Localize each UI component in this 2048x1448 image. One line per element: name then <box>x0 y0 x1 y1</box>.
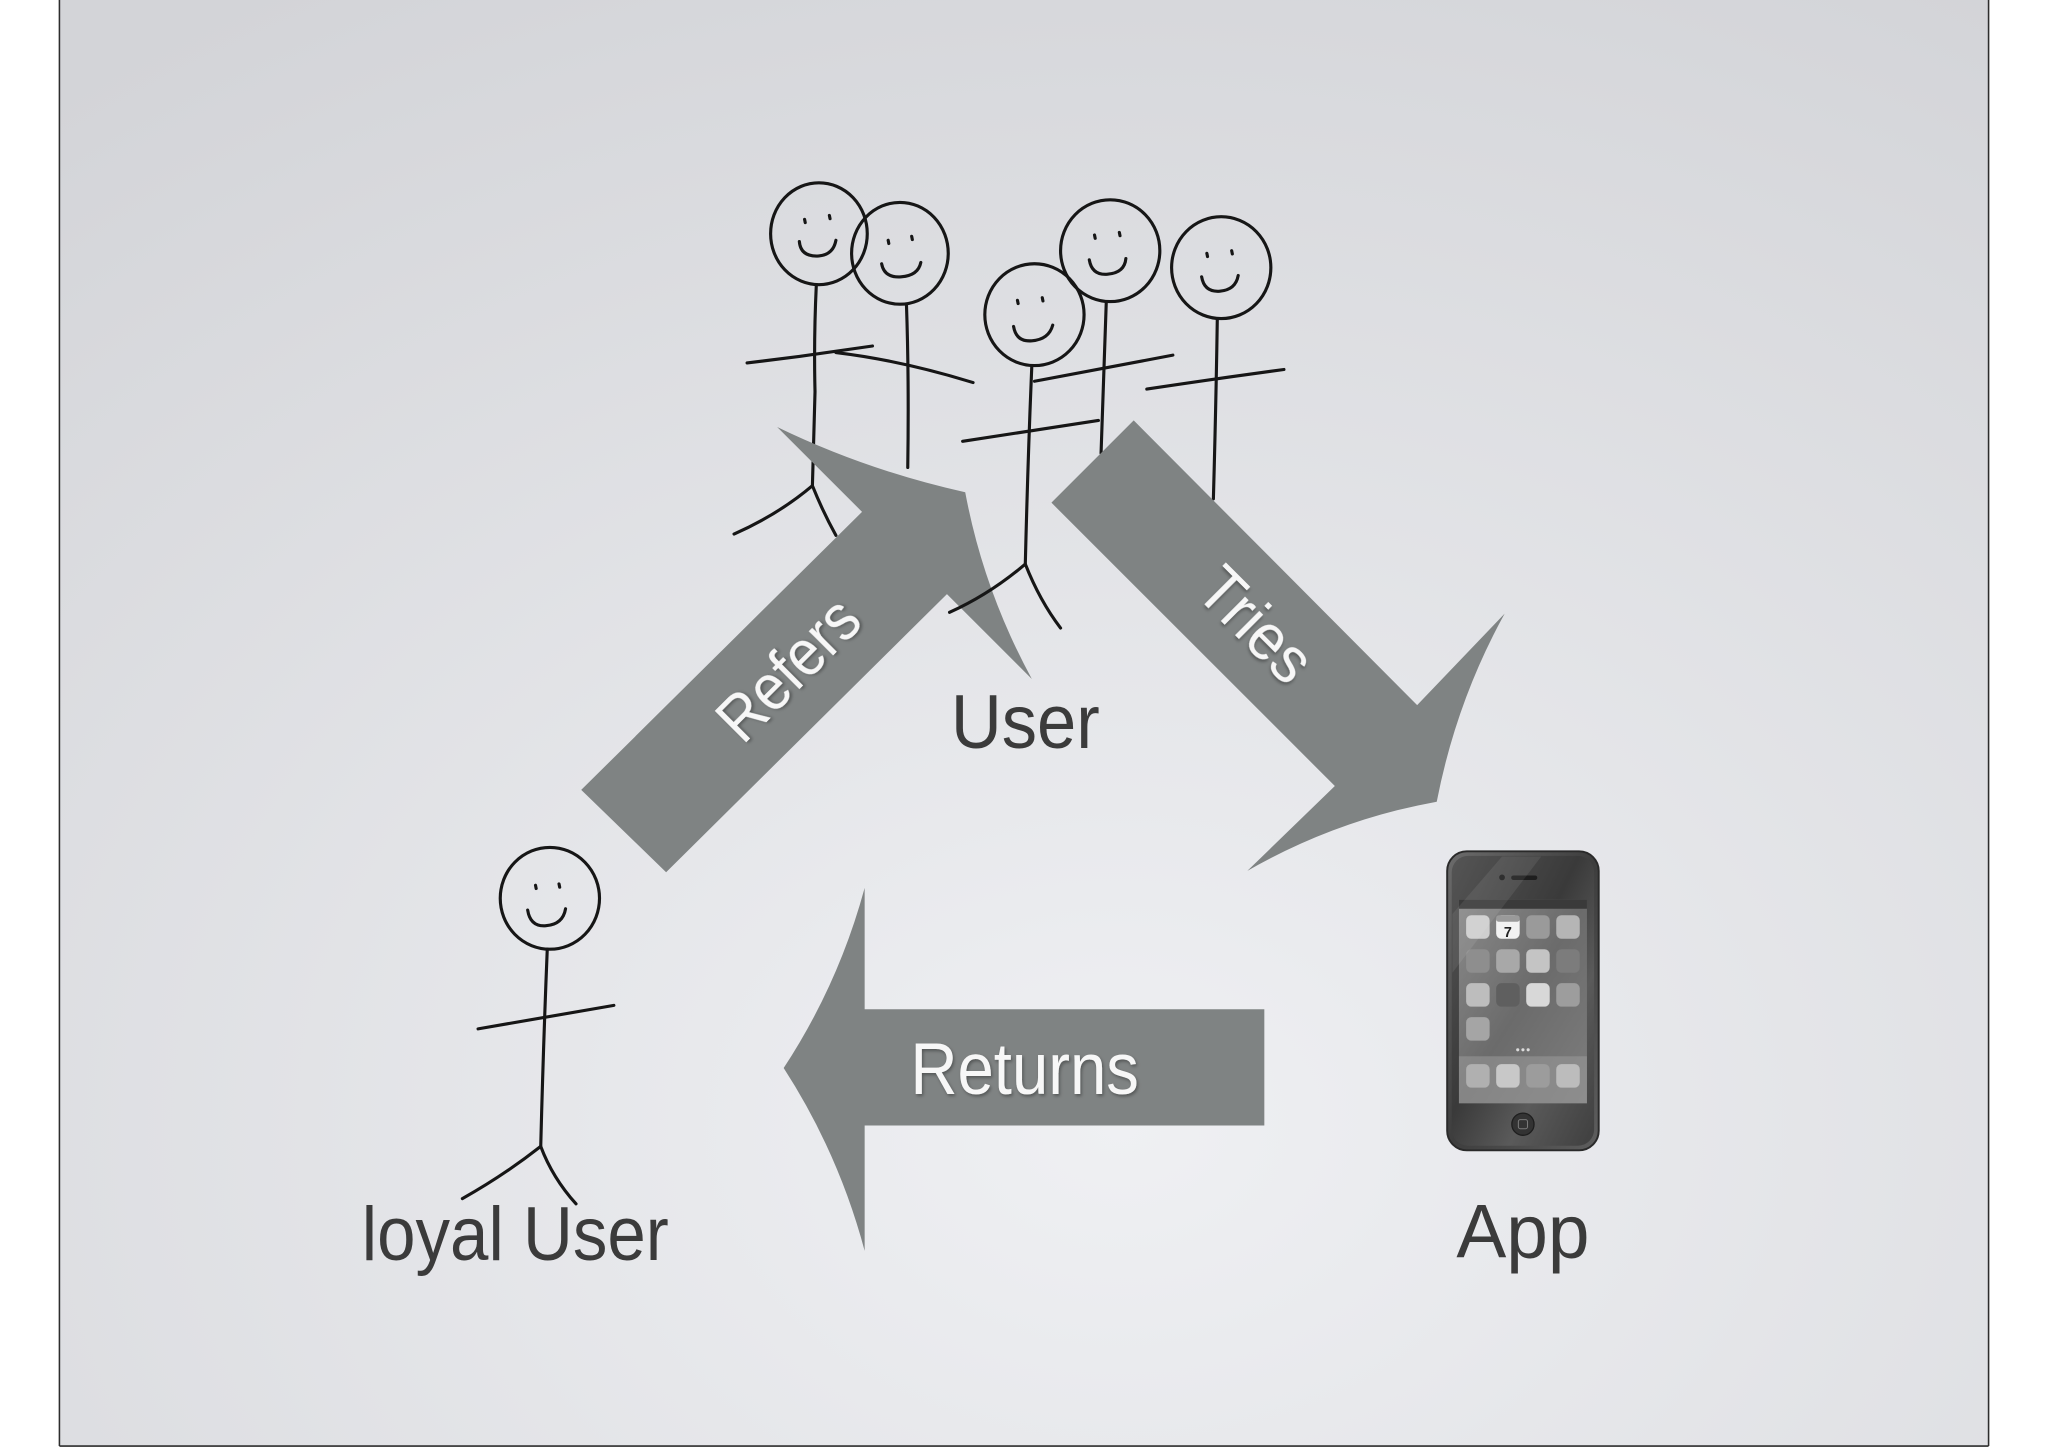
app-label: App <box>1456 1189 1589 1274</box>
stick-figure-smile <box>1200 273 1240 293</box>
app-icon <box>1496 949 1520 973</box>
stick-figure-arms <box>1032 353 1175 383</box>
loyal-user-stick-figure <box>460 845 616 1206</box>
app-icon <box>1526 983 1550 1007</box>
tries-arrow <box>1051 420 1505 871</box>
stick-figure <box>732 181 875 537</box>
app-icon <box>1496 983 1520 1007</box>
app-icon <box>1556 983 1580 1007</box>
app-icon <box>1556 949 1580 973</box>
app-icon <box>1556 915 1580 939</box>
stick-figure-legs <box>947 562 1063 630</box>
app-icon <box>1496 1064 1520 1088</box>
stick-figure-head <box>498 845 602 951</box>
returns-arrow <box>783 887 1265 1251</box>
stick-figure <box>834 200 975 470</box>
stick-figure-head <box>850 200 950 306</box>
stick-figure-smile <box>526 907 568 928</box>
stick-figure-eye <box>886 238 891 246</box>
stick-figure-eye <box>1015 298 1020 306</box>
stick-figure-body <box>1099 300 1108 455</box>
stick-figure-crowd-back <box>732 181 1286 537</box>
front-camera <box>1499 874 1505 881</box>
stick-figure-eye <box>803 217 807 225</box>
stick-figure-body <box>904 302 910 470</box>
stick-figure-body <box>1211 317 1219 501</box>
calendar-app-icon: 7 <box>1496 915 1520 941</box>
page-indicator <box>1516 1048 1530 1052</box>
slide-background <box>59 0 1989 1447</box>
stick-figure-arms <box>1145 367 1286 391</box>
stick-figure-legs <box>460 1144 578 1206</box>
returns-arrow-label: Returns <box>910 1029 1139 1110</box>
stick-figure-head <box>769 181 869 287</box>
stick-figure-eye <box>1205 251 1210 259</box>
page-dot <box>1521 1048 1525 1052</box>
app-icon <box>1466 983 1490 1007</box>
home-button <box>1511 1112 1535 1136</box>
app-icon <box>1466 949 1490 973</box>
iphone-image: 7 <box>1446 850 1600 1152</box>
stick-figure-arms <box>834 350 975 385</box>
earpiece-speaker <box>1511 875 1538 881</box>
dock-icons <box>1466 1064 1580 1088</box>
app-icon <box>1526 1064 1550 1088</box>
app-icon <box>1526 915 1550 939</box>
stick-figure-arms <box>476 1003 616 1031</box>
stick-figure-eye <box>827 213 832 221</box>
stick-figure-legs <box>732 484 838 537</box>
stick-figure-head <box>983 262 1086 368</box>
app-icon <box>1556 1064 1580 1088</box>
stick-figure-smile <box>797 238 838 258</box>
slide-border <box>58 0 1990 1447</box>
stick-figure-arms <box>961 418 1101 443</box>
stick-figure-body <box>1023 364 1034 566</box>
calendar-icon-header <box>1496 915 1520 922</box>
stick-figure-eye <box>1230 249 1234 256</box>
stick-figure-smile <box>1087 256 1128 276</box>
user-label: User <box>951 680 1100 765</box>
app-icon <box>1466 1017 1490 1041</box>
page-dot <box>1526 1048 1530 1052</box>
stick-figure-eye <box>1092 233 1097 240</box>
page-dot <box>1516 1048 1520 1052</box>
stick-figure-front <box>947 262 1101 630</box>
stick-figure-eye <box>1117 230 1122 238</box>
loyal-user-label: loyal User <box>362 1192 669 1277</box>
stick-figure-eye <box>910 234 914 242</box>
app-icon <box>1466 915 1490 939</box>
app-icon <box>1526 949 1550 973</box>
stick-figure-smile <box>1011 323 1055 343</box>
status-bar <box>1458 899 1587 909</box>
stick-figure-head <box>1059 198 1162 304</box>
stick-figure <box>947 262 1101 630</box>
stick-figure-eye <box>1040 296 1045 303</box>
stick-figure-smile <box>880 260 923 279</box>
home-button-square-icon <box>1517 1119 1529 1130</box>
stick-figure-eye <box>533 883 538 891</box>
stick-figure-body <box>539 947 549 1148</box>
stick-figure <box>1145 215 1286 501</box>
refers-arrow <box>581 426 1032 873</box>
stick-figure-head <box>1170 215 1273 321</box>
calendar-day: 7 <box>1504 925 1512 941</box>
stick-figure-eye <box>557 882 562 889</box>
stick-figure <box>1032 198 1175 455</box>
app-icon-grid: 7 <box>1466 915 1580 1041</box>
stick-figure-arms <box>745 344 875 365</box>
app-icon <box>1466 1064 1490 1088</box>
